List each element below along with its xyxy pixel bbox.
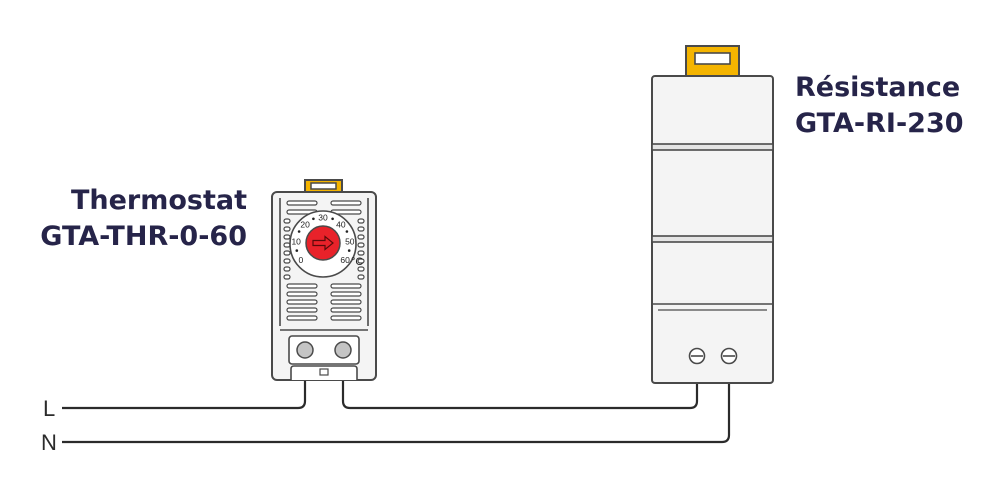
thermostat-scale: 0 10 20 30 40 50 60: [291, 213, 354, 266]
thermostat-vent: [330, 315, 362, 321]
thermostat-vent: [357, 250, 365, 256]
thermostat-scale-dot: [331, 217, 334, 221]
thermostat-vent: [283, 274, 291, 280]
thermostat: 0 10 20 30 40 50 60 °C: [271, 179, 377, 381]
arrow-right-icon: [312, 235, 334, 251]
thermostat-vent: [286, 315, 318, 321]
resistance-clip-slot: [694, 52, 731, 65]
thermostat-scale-dot: [312, 217, 315, 221]
thermostat-scale-dot: [297, 230, 301, 233]
thermostat-dial[interactable]: [305, 225, 341, 261]
thermostat-scale-dot: [345, 230, 349, 233]
resistance-segment-2: [651, 235, 774, 243]
thermostat-title: Thermostat GTA-THR-0-60: [40, 183, 247, 255]
thermostat-scale-label: 20: [300, 219, 310, 229]
live-wire-label: L: [43, 396, 56, 421]
thermostat-model: GTA-THR-0-60: [40, 221, 247, 252]
thermostat-vent: [357, 234, 365, 240]
thermostat-name: Thermostat: [70, 185, 247, 216]
wire-thermostat-to-resistance: [341, 378, 699, 410]
thermostat-vent: [357, 266, 365, 272]
thermostat-terminal-left: [296, 341, 314, 359]
thermostat-vent: [330, 283, 362, 289]
thermostat-vent: [286, 291, 318, 297]
thermostat-scale-label: 10: [291, 236, 301, 246]
thermostat-scale-label: 50: [345, 236, 355, 246]
thermostat-vent: [286, 283, 318, 289]
thermostat-vent: [357, 274, 365, 280]
thermostat-terminal-right: [334, 341, 352, 359]
thermostat-unit-label: °C: [351, 256, 363, 268]
thermostat-vent: [330, 307, 362, 313]
thermostat-vent: [283, 250, 291, 256]
thermostat-vent: [330, 299, 362, 305]
thermostat-vent: [283, 258, 291, 264]
thermostat-vent: [283, 226, 291, 232]
wires: [62, 378, 731, 444]
thermostat-vent: [357, 258, 365, 264]
wire-live-to-thermostat: [62, 378, 307, 410]
resistance-model: GTA-RI-230: [795, 108, 964, 139]
thermostat-vent: [283, 218, 291, 224]
thermostat-scale-label: 0: [299, 255, 304, 265]
thermostat-clip-slot-bottom: [319, 368, 329, 376]
neutral-wire-label: N: [41, 430, 57, 455]
thermostat-vent: [283, 266, 291, 272]
thermostat-clip-slot: [310, 182, 337, 190]
screw-terminal-icon: [720, 347, 738, 365]
thermostat-vent: [330, 291, 362, 297]
wire-neutral-to-resistance: [62, 382, 731, 444]
thermostat-scale-dot: [295, 249, 299, 252]
thermostat-vent: [283, 242, 291, 248]
resistance-title: Résistance GTA-RI-230: [795, 70, 964, 142]
thermostat-scale-label: 30: [318, 213, 328, 223]
thermostat-vent: [286, 307, 318, 313]
resistance-name: Résistance: [795, 72, 961, 103]
thermostat-scale-label: 60: [340, 255, 350, 265]
thermostat-vent: [357, 226, 365, 232]
thermostat-vent: [330, 200, 362, 206]
resistance-segment-1: [651, 143, 774, 151]
thermostat-scale-dot: [347, 249, 351, 252]
thermostat-vent: [357, 218, 365, 224]
thermostat-vent: [286, 299, 318, 305]
thermostat-vent: [283, 234, 291, 240]
thermostat-vent: [357, 242, 365, 248]
thermostat-vent: [286, 200, 318, 206]
screw-terminal-icon: [688, 347, 706, 365]
resistance-body: [651, 75, 774, 384]
thermostat-scale-label: 40: [336, 219, 346, 229]
resistance: [651, 45, 774, 384]
